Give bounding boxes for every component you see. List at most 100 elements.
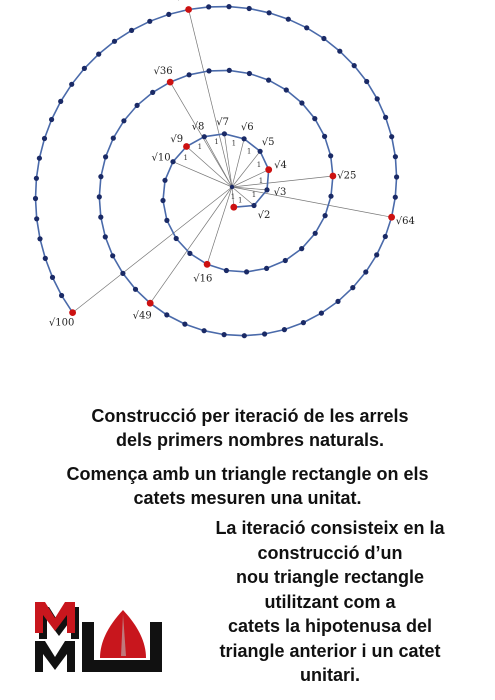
spiral-point [241, 136, 247, 142]
unit-length-label: 1 [198, 143, 202, 151]
spoke-line [224, 133, 233, 188]
spiral-point [201, 328, 207, 334]
root-label: √64 [396, 216, 415, 227]
spiral-point [392, 194, 398, 200]
spiral-points-group [32, 4, 400, 339]
spiral-point [335, 298, 341, 304]
spiral-point [160, 197, 166, 204]
spiral-point [206, 4, 212, 10]
iteration-line: La iteració consisteix en la [215, 518, 445, 538]
spiral-point [351, 63, 357, 69]
spiral-point [318, 310, 324, 316]
spiral-point [206, 68, 212, 74]
spiral-point [389, 134, 395, 140]
iteration-line: unitari. [299, 665, 360, 685]
spiral-point [49, 116, 55, 123]
root-label: √2 [258, 210, 271, 221]
highlighted-point [185, 6, 193, 13]
spiral-point [221, 131, 227, 137]
spiral-point [304, 25, 310, 31]
spiral-point [262, 331, 268, 337]
spoke-line [231, 151, 261, 188]
origin-point [229, 184, 235, 190]
spiral-point [241, 333, 247, 339]
root-label: √49 [133, 311, 152, 322]
spiral-point [132, 286, 139, 292]
spiral-point [266, 77, 272, 83]
intro-paragraph: Construcció per iteració de les arrels d… [40, 404, 460, 452]
start-paragraph: Comença amb un triangle rectangle on els… [30, 462, 465, 510]
spiral-point [221, 332, 227, 338]
spoke-line [172, 161, 233, 188]
highlighted-point [146, 299, 154, 307]
root-label: √6 [241, 122, 254, 133]
unit-length-label: 1 [247, 147, 251, 155]
spoke-line [231, 186, 268, 191]
iteration-line: utilitzant com a [264, 591, 396, 612]
spoke-line [188, 9, 233, 188]
spiral-point [328, 193, 334, 199]
unit-length-label: 1 [252, 191, 256, 199]
spiral-point [134, 102, 140, 108]
spiral-point [187, 250, 193, 256]
spiral-point [33, 175, 40, 181]
spiral-point [34, 216, 40, 222]
spiral-point [170, 159, 176, 165]
spiral-point [103, 154, 109, 160]
highlighted-point [183, 143, 190, 150]
spoke-line [231, 169, 269, 188]
root-label: √81 [176, 0, 195, 3]
spiral-point [392, 154, 398, 160]
start-line: catets mesuren una unitat. [133, 488, 362, 508]
unit-length-label: 1 [231, 193, 235, 201]
spiral-point [41, 135, 48, 142]
spiral-point [42, 255, 48, 261]
root-label: √16 [193, 274, 212, 285]
spiral-point [111, 38, 118, 44]
spiral-point [59, 292, 65, 299]
spiral-point [164, 312, 170, 318]
spokes-group [72, 9, 392, 313]
spiral-point [96, 194, 102, 200]
spiral-point [281, 327, 287, 333]
highlighted-point [388, 213, 395, 221]
spiral-point [299, 246, 305, 252]
highlighted-point [230, 203, 238, 211]
spoke-line [149, 186, 233, 304]
spiral-point [121, 118, 127, 124]
spiral-point [129, 27, 135, 33]
spiral-point [246, 70, 252, 77]
spiral-of-theodorus-diagram: 1111111111√2√3√4√5√6√7√8√9√10√16√25√36√4… [32, 0, 415, 339]
spiral-point [282, 257, 288, 264]
spoke-line [231, 186, 255, 206]
spiral-point [201, 134, 207, 140]
spoke-line [186, 146, 233, 188]
root-label: √8 [192, 121, 205, 132]
spiral-point [266, 10, 272, 16]
spiral-point [186, 72, 192, 78]
iteration-line: triangle anterior i un catet [219, 640, 441, 661]
spiral-point [283, 87, 289, 93]
spiral-point [264, 265, 270, 271]
spiral-point [166, 11, 172, 17]
spiral-point [173, 235, 179, 242]
intro-line: Construcció per iteració de les arrels [91, 406, 409, 426]
root-label: √9 [170, 134, 183, 145]
spiral-point [363, 269, 369, 275]
mmu-logo [35, 602, 162, 672]
logo-m-top [35, 602, 75, 633]
spiral-point [49, 274, 56, 280]
spiral-point [257, 148, 263, 154]
logo-u [82, 622, 162, 672]
root-label: √5 [262, 137, 275, 148]
spiral-point [69, 81, 75, 87]
spiral-point [98, 214, 104, 220]
logo-flame-highlight [121, 614, 126, 656]
spiral-point [264, 187, 270, 193]
spiral-point [382, 233, 388, 240]
spiral-point [364, 78, 370, 85]
spiral-point [383, 114, 389, 120]
spiral-point [285, 16, 291, 22]
spoke-line [72, 186, 233, 313]
spiral-point [37, 236, 43, 242]
